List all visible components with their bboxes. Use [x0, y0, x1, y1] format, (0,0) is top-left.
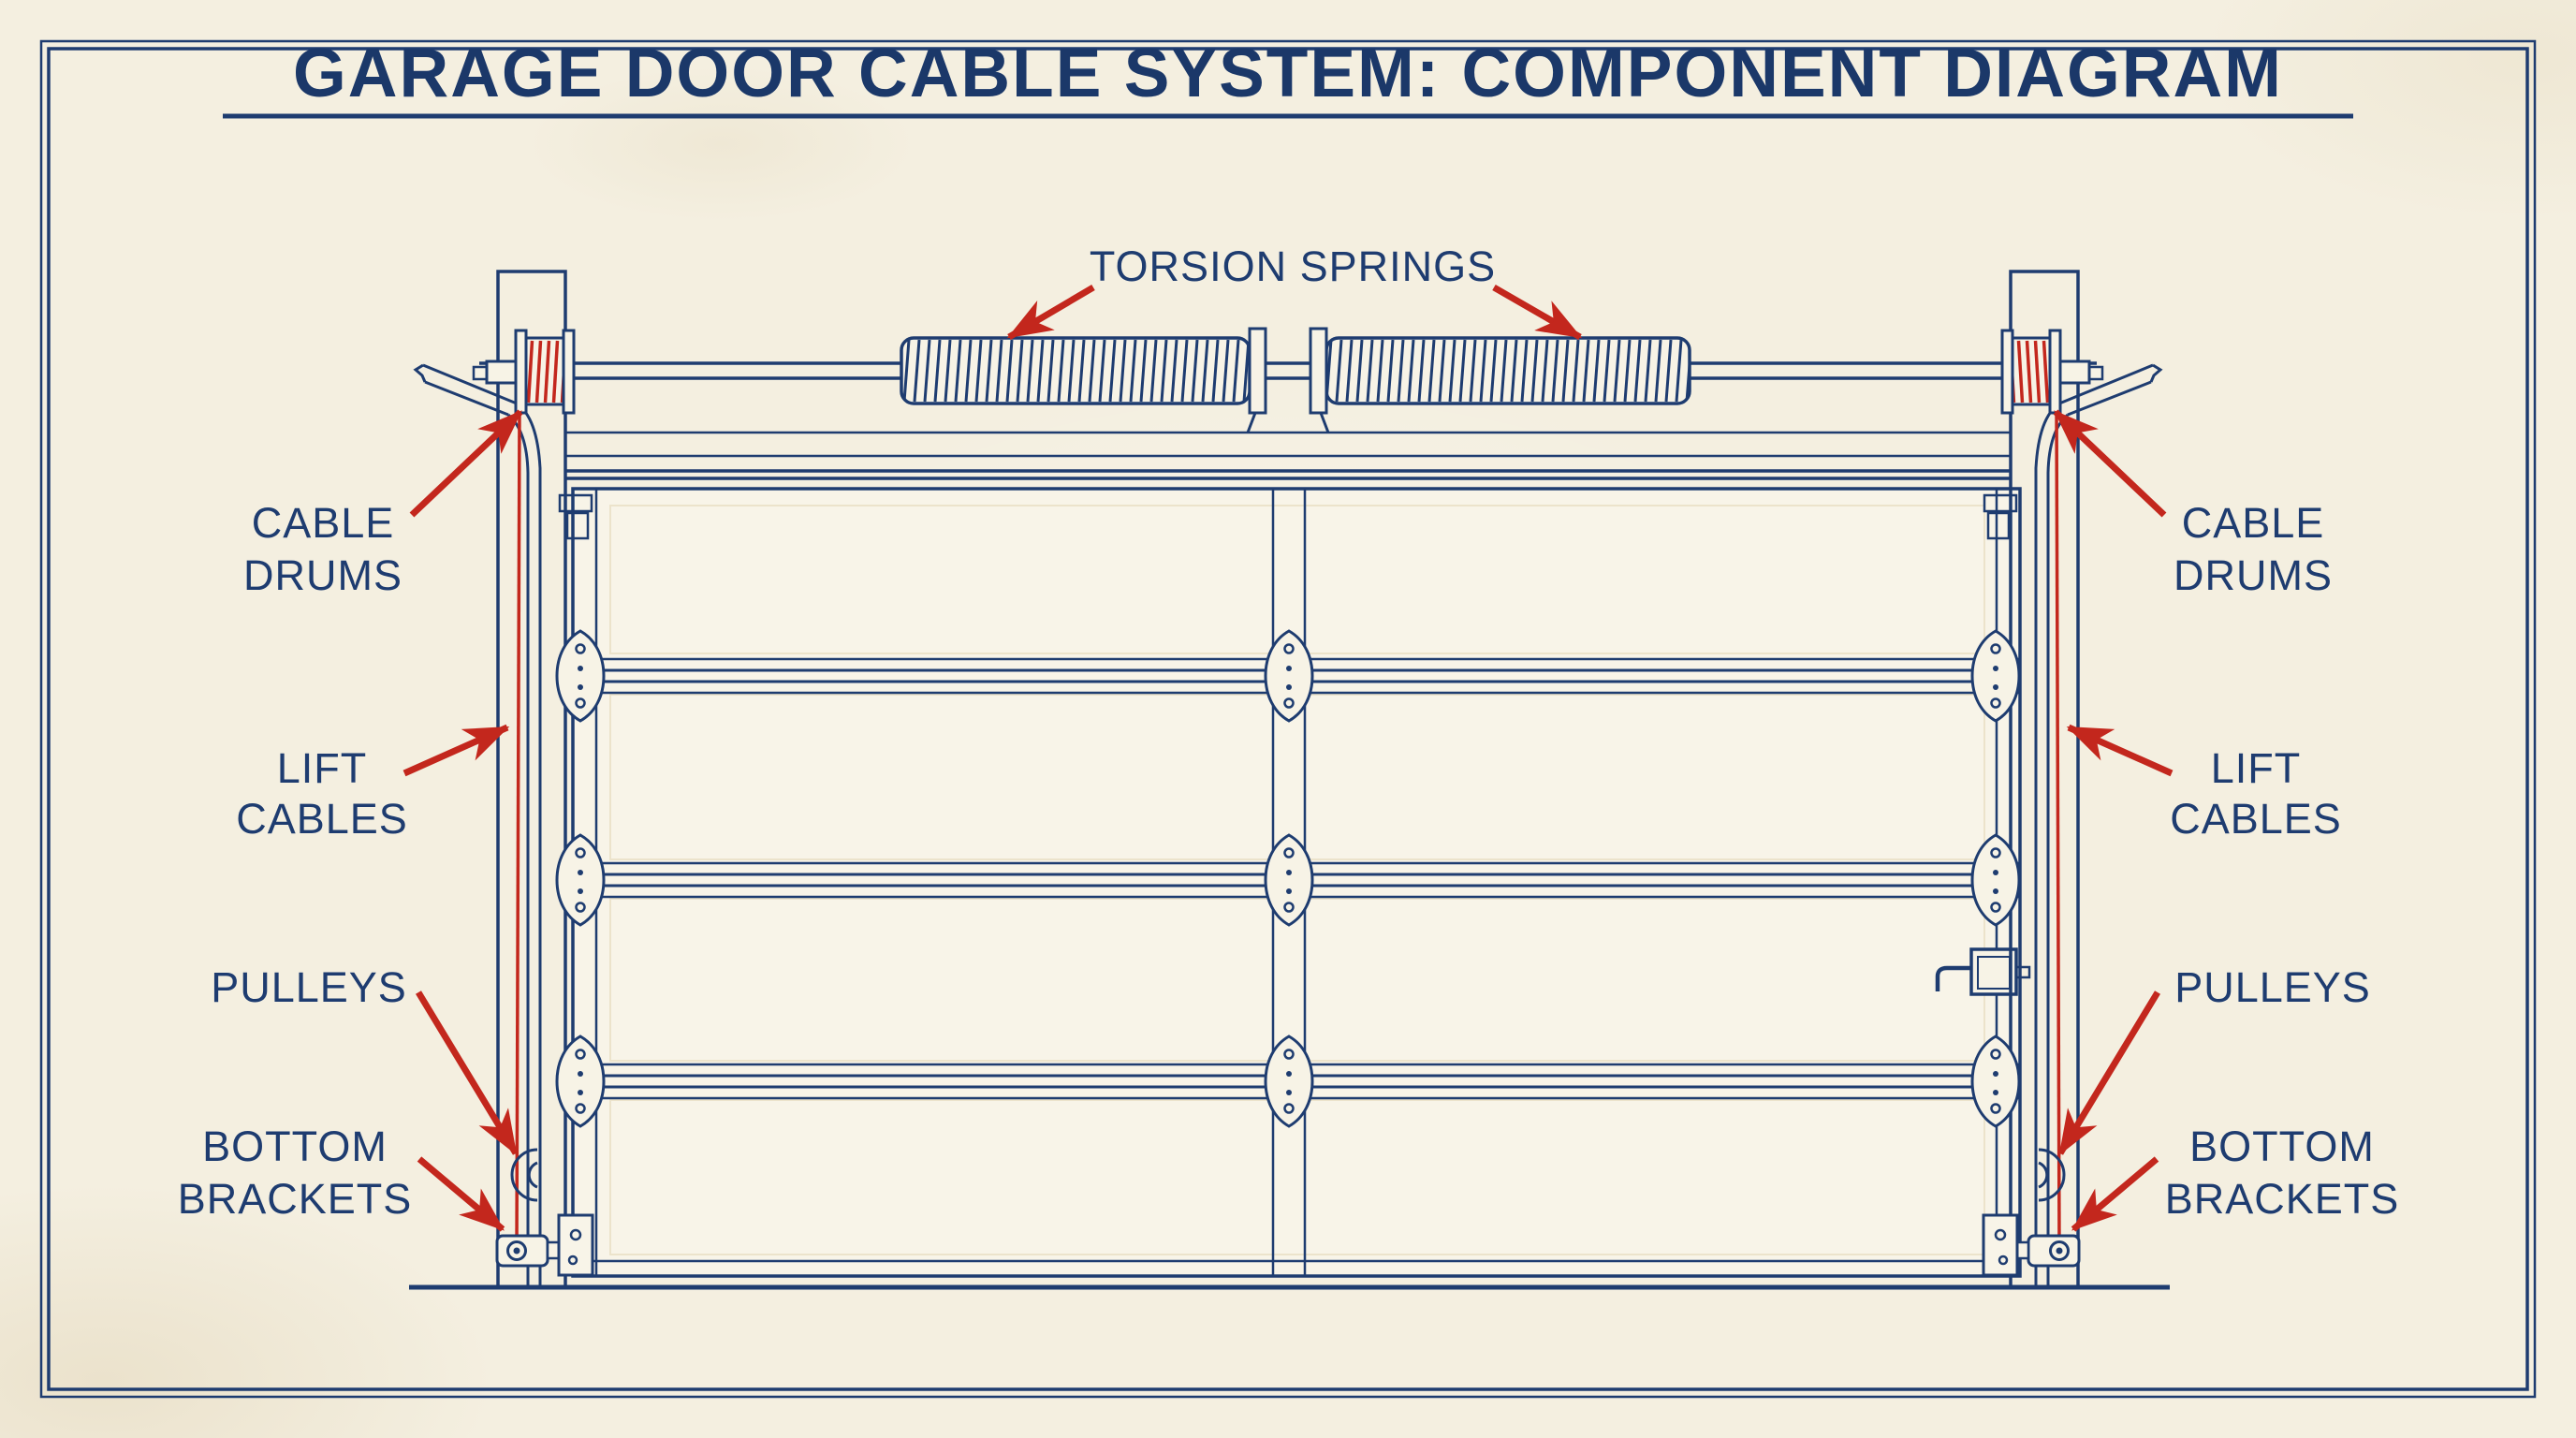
arrow-pulleys-right: [2057, 990, 2160, 1156]
torsion-shaft: [479, 361, 2097, 380]
label-cable-drums-left-1: CABLE: [252, 499, 395, 547]
label-cable-drums-right-1: CABLE: [2182, 499, 2325, 547]
label-lift-cables-left-2: CABLES: [236, 795, 408, 843]
label-bottom-brackets-left-2: BRACKETS: [178, 1175, 413, 1223]
lock-handle-icon: [1935, 965, 1971, 991]
lift-cable: [515, 404, 521, 1252]
label-bottom-brackets-right-1: BOTTOM: [2189, 1123, 2375, 1170]
arrow-cable-drums-left: [409, 409, 523, 518]
annotation-arrows: [402, 284, 2174, 1232]
header-tracks: [566, 431, 2010, 480]
spring-center-bracket: [1246, 327, 1330, 433]
label-cable-drums-left-2: DRUMS: [243, 551, 402, 599]
left-assembly: [413, 270, 606, 1289]
shaft-bearing: [472, 360, 518, 385]
label-lift-cables-right-1: LIFT: [2211, 744, 2302, 792]
arrow-bottom-brackets-right: [2071, 1156, 2159, 1232]
arrow-torsion-left: [1006, 284, 1095, 341]
label-pulleys-right: PULLEYS: [2174, 963, 2371, 1011]
label-lift-cables-right-2: CABLES: [2170, 795, 2342, 843]
arrow-torsion-right: [1492, 284, 1583, 341]
cable-drum: [514, 329, 576, 415]
label-torsion-springs: TORSION SPRINGS: [1090, 242, 1496, 290]
arrow-pulleys-left: [416, 990, 519, 1156]
horizontal-track-stub: [413, 363, 518, 417]
arrow-cable-drums-right: [2053, 409, 2167, 518]
torsion-spring-left: [900, 336, 1251, 405]
label-bottom-brackets-left-1: BOTTOM: [202, 1123, 388, 1170]
label-pulleys-left: PULLEYS: [211, 963, 407, 1011]
labels: TORSION SPRINGS CABLE DRUMS CABLE DRUMS …: [178, 242, 2400, 1223]
garage-door: [571, 487, 2031, 1278]
label-bottom-brackets-right-2: BRACKETS: [2165, 1175, 2400, 1223]
label-lift-cables-left-1: LIFT: [277, 744, 368, 792]
arrow-lift-cables-right: [2066, 724, 2174, 777]
bottom-corner-plate: [557, 1213, 594, 1277]
center-hinges: [1264, 629, 1314, 1128]
page-title: GARAGE DOOR CABLE SYSTEM: COMPONENT DIAG…: [293, 36, 2283, 111]
arrow-lift-cables-left: [402, 724, 510, 777]
jamb-post: [496, 270, 567, 1289]
page-border: [39, 39, 2537, 1399]
label-cable-drums-right-2: DRUMS: [2174, 551, 2333, 599]
arrow-bottom-brackets-left: [417, 1156, 505, 1232]
bottom-bracket: [495, 1234, 562, 1268]
top-bracket: [558, 493, 593, 540]
page-title-group: GARAGE DOOR CABLE SYSTEM: COMPONENT DIAG…: [223, 36, 2353, 119]
door-lock: [1935, 947, 2031, 996]
torsion-spring-right: [1325, 336, 1691, 405]
pulley: [510, 1148, 538, 1202]
